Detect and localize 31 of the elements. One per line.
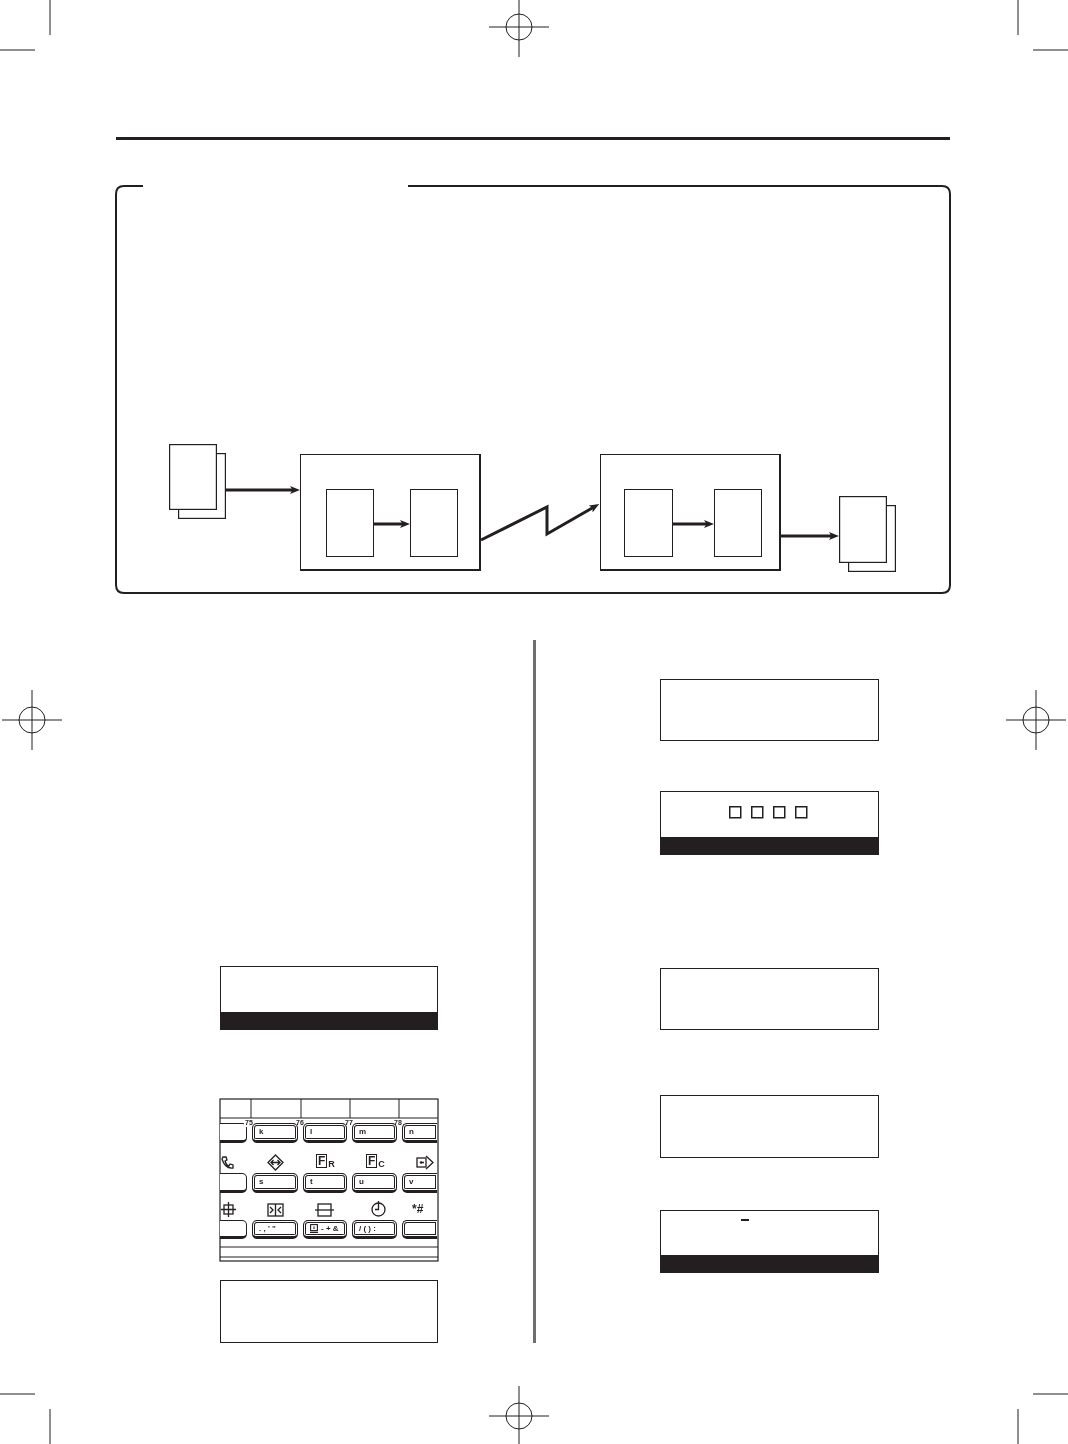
keypad-key: s — [252, 1173, 298, 1193]
lcd-display — [660, 968, 879, 1030]
keypad-key: / ( ) : — [352, 1220, 397, 1239]
keypad-key: v — [402, 1173, 437, 1193]
keypad-key: u — [352, 1173, 397, 1193]
process-box — [326, 489, 374, 557]
key-label: *# — [412, 1203, 424, 1216]
container-box — [600, 454, 781, 571]
process-box — [714, 489, 762, 557]
arrow — [226, 486, 300, 494]
zigzag-arrow — [480, 504, 600, 542]
paper-stack — [169, 444, 226, 519]
keypad-key: t — [303, 1173, 347, 1193]
lcd-display — [660, 791, 879, 855]
keypad-key: n — [402, 1123, 437, 1143]
lcd-display — [660, 1210, 879, 1273]
process-box — [624, 489, 673, 557]
process-box — [410, 489, 458, 557]
lcd-display — [660, 679, 879, 741]
lcd-display — [220, 1280, 438, 1343]
keypad-key: . , ' " — [252, 1220, 298, 1239]
container-box — [300, 454, 481, 571]
keypad-key: - + & — [303, 1220, 347, 1239]
arrow — [374, 520, 410, 528]
arrow — [781, 532, 839, 540]
lcd-display — [220, 966, 438, 1030]
lcd-display — [660, 1095, 879, 1158]
keypad-key: l — [303, 1123, 347, 1143]
keypad-key: k — [252, 1123, 298, 1143]
arrow — [673, 520, 714, 528]
paper-stack — [839, 496, 896, 572]
